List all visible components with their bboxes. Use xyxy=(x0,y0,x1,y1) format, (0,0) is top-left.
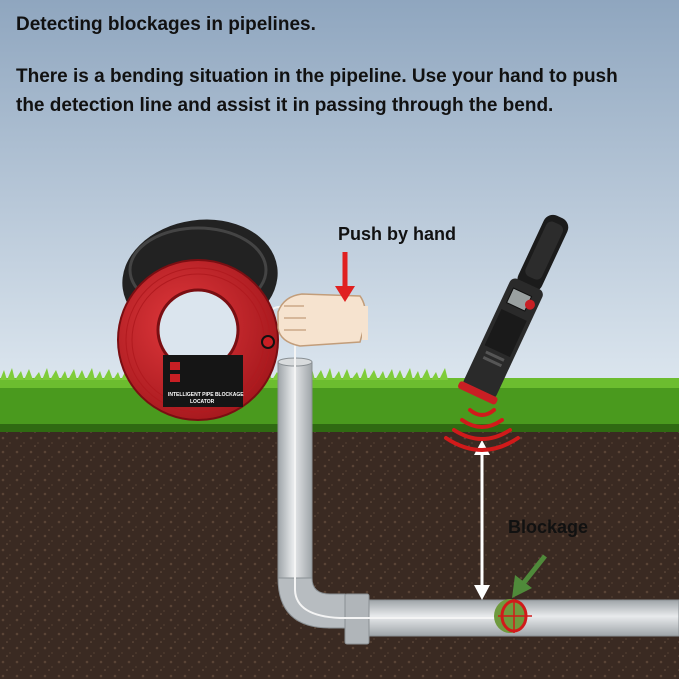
reel-label-line1: INTELLIGENT PIPE BLOCKAGE xyxy=(168,392,244,398)
reel-label-line2: LOCATOR xyxy=(190,399,215,405)
soil-ground xyxy=(0,430,679,679)
push-arrow xyxy=(335,252,355,302)
blockage-label: Blockage xyxy=(508,517,589,537)
instruction-line-1: There is a bending situation in the pipe… xyxy=(16,66,618,87)
blockage-marker xyxy=(494,599,532,633)
cable-reel xyxy=(117,219,279,421)
push-by-hand-label: Push by hand xyxy=(338,224,457,244)
detector-wand xyxy=(458,214,569,405)
signal-waves xyxy=(444,408,520,452)
page-heading: Detecting blockages in pipelines. xyxy=(16,14,316,35)
blockage-arrow xyxy=(512,554,547,598)
instruction-line-2: the detection line and assist it in pass… xyxy=(16,95,554,116)
pushing-hand xyxy=(277,293,368,347)
